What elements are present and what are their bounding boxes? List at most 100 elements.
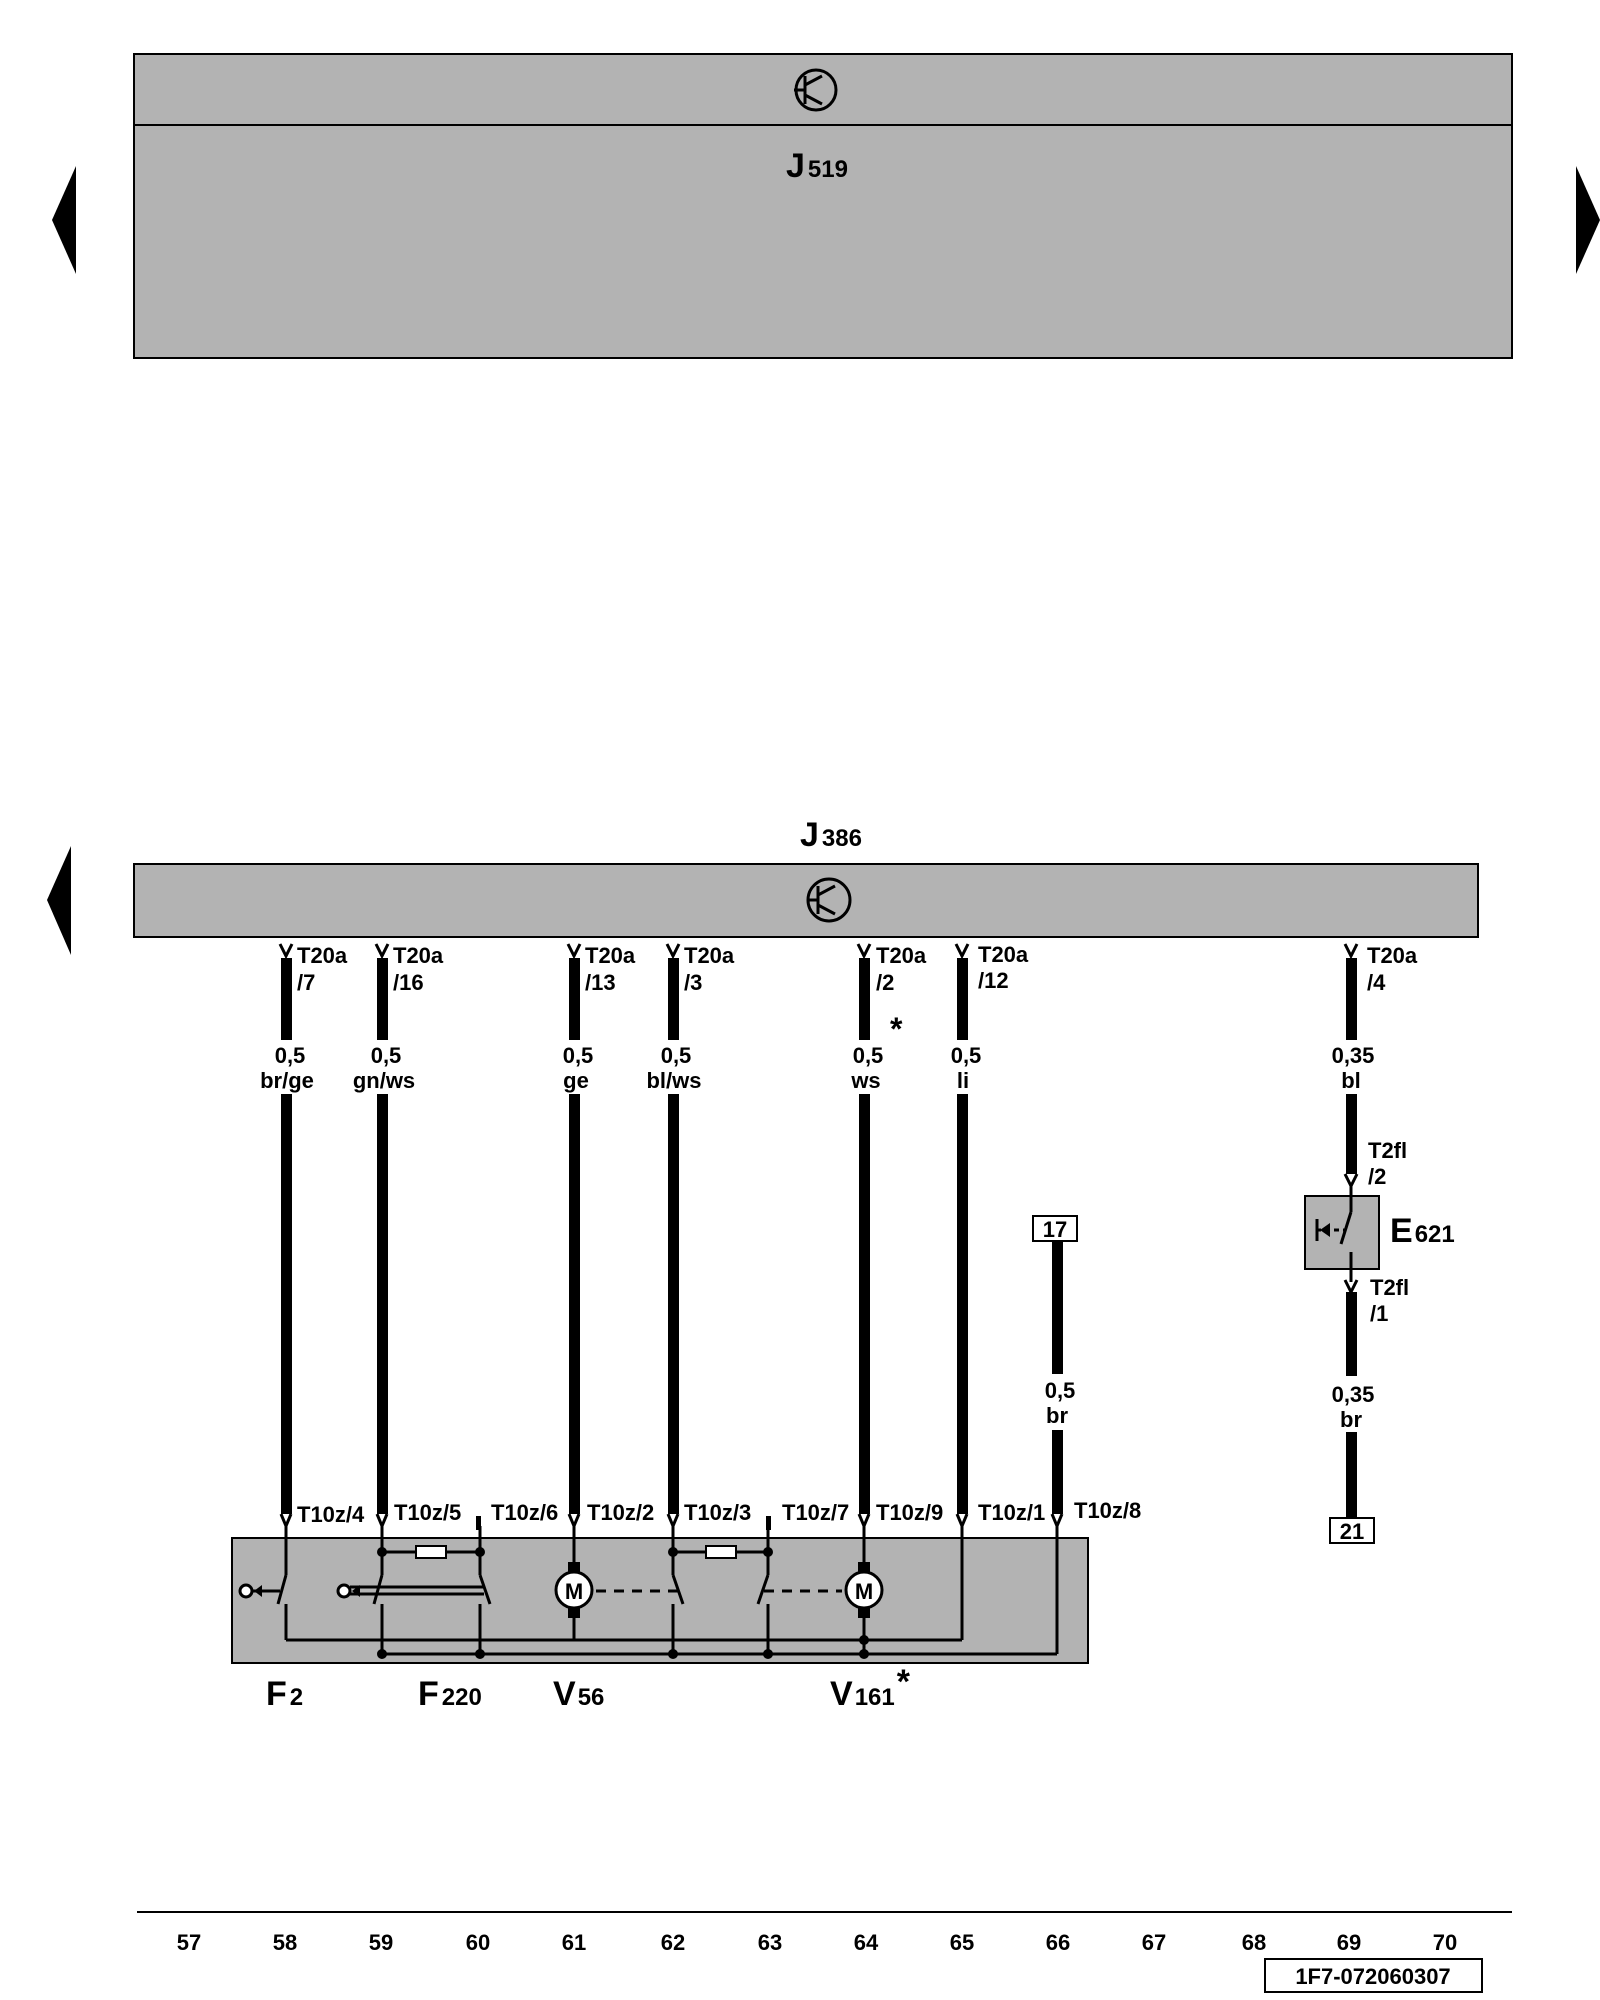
actuator-knob-icon <box>238 1583 262 1599</box>
connector-pin: T10z/5 <box>375 1500 461 1530</box>
pin-arrow-icon <box>374 943 390 960</box>
motor-v56-icon: M <box>554 1562 594 1618</box>
connector-pin: T10z/3 <box>666 1500 751 1530</box>
ref-17-wire[interactable]: 17 0,5 br <box>1032 1215 1078 1514</box>
pin-arrow-icon <box>955 1513 969 1530</box>
footer-number: 63 <box>758 1930 782 1955</box>
wire-top-pin: T20a/7 <box>297 943 348 995</box>
wire-top-pin: T20a/2 <box>876 943 927 995</box>
wire-size: 0,5 <box>661 1043 692 1068</box>
connector-pin: T10z/7 <box>766 1500 849 1530</box>
footer-number: 61 <box>562 1930 586 1955</box>
wire-2[interactable]: T20a/16 0,5 gn/ws <box>353 943 444 1514</box>
pin-label: T10z/8 <box>1074 1498 1141 1523</box>
connector-pin: T10z/8 <box>1050 1498 1141 1530</box>
pin-label: T10z/4 <box>297 1502 365 1527</box>
pin-label: T10z/9 <box>876 1500 943 1525</box>
wire-7[interactable]: T20a/4 0,35 bl <box>1332 943 1418 1174</box>
svg-text:M: M <box>855 1579 873 1604</box>
ref-box-17-label: 17 <box>1043 1217 1067 1242</box>
transistor-icon <box>794 68 838 112</box>
footer-number: 64 <box>854 1930 879 1955</box>
wire-size: 0,5 <box>563 1043 594 1068</box>
prev-page-arrow-bottom[interactable] <box>47 846 71 955</box>
wire-4[interactable]: T20a/3 0,5 bl/ws <box>646 943 735 1514</box>
switch-icon <box>1315 1186 1353 1282</box>
j519-body <box>133 124 1513 359</box>
wire-size: 0,5 <box>853 1043 884 1068</box>
lower-component-housing: M M <box>231 1526 1089 1664</box>
wire-5[interactable]: T20a/2 * 0,5 ws <box>850 943 927 1514</box>
pin-arrow-icon <box>665 943 681 960</box>
pin-arrow-icon <box>566 943 582 960</box>
pin-arrow-icon <box>279 1513 293 1530</box>
wire-size: 0,35 <box>1332 1382 1375 1407</box>
next-page-arrow[interactable] <box>1576 166 1600 274</box>
pin-arrow-icon <box>1050 1513 1064 1530</box>
pin-arrow-icon <box>278 943 294 960</box>
e621-label: E621 <box>1390 1212 1455 1250</box>
footer-number: 62 <box>661 1930 685 1955</box>
footer-number: 70 <box>1433 1930 1457 1955</box>
e621-pin-bottom: T2fl/1 <box>1370 1275 1409 1326</box>
wire-3[interactable]: T20a/13 0,5 ge <box>563 943 636 1514</box>
component-v56-label: V56 <box>553 1675 604 1713</box>
pin-arrow-icon <box>666 1513 680 1530</box>
wire-top-pin: T20a/3 <box>684 943 735 995</box>
wire-color: gn/ws <box>353 1068 415 1093</box>
actuator-knob-icon <box>336 1583 360 1599</box>
pin-label: T10z/2 <box>587 1500 654 1525</box>
wire-color: bl <box>1341 1068 1361 1093</box>
doc-id: 1F7-072060307 <box>1295 1964 1450 1989</box>
footer-number: 69 <box>1337 1930 1361 1955</box>
ref-box-21 <box>1329 1517 1375 1544</box>
footer-number: 65 <box>950 1930 974 1955</box>
doc-id-box <box>1264 1958 1483 1993</box>
motor-v161-icon: M <box>844 1562 884 1618</box>
pin-arrow-icon <box>856 943 872 960</box>
ref-box-21-label: 21 <box>1340 1519 1364 1544</box>
e621-pin-top: T2fl/2 <box>1368 1138 1407 1189</box>
wire-top-pin: T20a/12 <box>978 942 1029 993</box>
footer-number: 67 <box>1142 1930 1166 1955</box>
pin-arrow-icon <box>1343 943 1359 960</box>
footer-number: 59 <box>369 1930 393 1955</box>
pin-arrow-icon <box>857 1513 871 1530</box>
transistor-icon <box>806 877 852 923</box>
wire-6[interactable]: T20a/12 0,5 li <box>951 942 1029 1514</box>
pin-label: T10z/3 <box>684 1500 751 1525</box>
footer-number: 66 <box>1046 1930 1070 1955</box>
pin-arrow-icon <box>954 943 970 960</box>
wire-color: br/ge <box>260 1068 314 1093</box>
wire-size: 0,5 <box>275 1043 306 1068</box>
connector-pin: T10z/2 <box>567 1500 654 1530</box>
footer-number: 58 <box>273 1930 297 1955</box>
wire-size: 0,35 <box>1332 1043 1375 1068</box>
connector-pin: T10z/9 <box>857 1500 943 1530</box>
wire-1[interactable]: T20a/7 0,5 br/ge <box>260 943 348 1514</box>
pin-arrow-icon <box>567 1513 581 1530</box>
prev-page-arrow-top[interactable] <box>52 166 76 274</box>
wire-color: ge <box>563 1068 589 1093</box>
pin-arrow-icon <box>375 1513 389 1530</box>
resistor-icon <box>705 1545 737 1559</box>
svg-text:M: M <box>565 1579 583 1604</box>
wire-color: br <box>1046 1403 1068 1428</box>
wire-top-pin: T20a/16 <box>393 943 444 995</box>
footer-number-row: 57 58 59 60 61 62 63 64 65 66 67 68 69 7… <box>177 1930 1457 1955</box>
wire-top-pin: T20a/4 <box>1367 943 1418 995</box>
wire-color: bl/ws <box>646 1068 701 1093</box>
footer-number: 57 <box>177 1930 201 1955</box>
wire-size: 0,5 <box>371 1043 402 1068</box>
e621-switch[interactable]: T2fl/2 E621 T2fl/1 0,35 br 21 <box>1304 1138 1455 1544</box>
housing-body <box>231 1537 1089 1664</box>
pin-label: T10z/1 <box>978 1500 1045 1525</box>
wires: T20a/7 0,5 br/ge T20a/16 0,5 gn/ws T20a/… <box>260 942 1418 1514</box>
wire-size: 0,5 <box>1045 1378 1076 1403</box>
wire-color: ws <box>850 1068 880 1093</box>
